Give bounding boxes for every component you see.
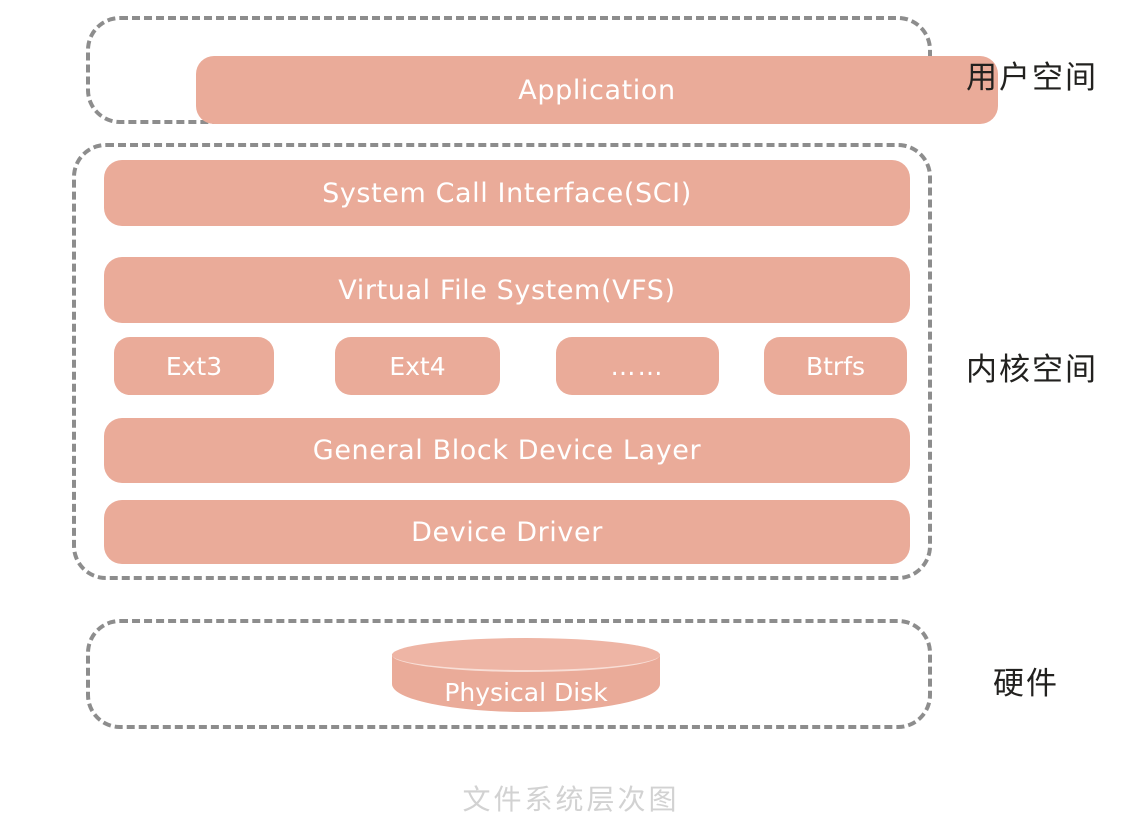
layer-label-application: Application	[518, 74, 676, 106]
filesystem-label-more: ……	[610, 351, 665, 381]
figure-caption: 文件系统层次图	[462, 783, 680, 816]
physical-disk-label: Physical Disk	[444, 677, 608, 707]
zone-kernel-space	[72, 143, 932, 580]
layer-box-device-driver[interactable]: Device Driver	[104, 500, 910, 564]
zone-hardware	[86, 619, 932, 729]
zone-caption-user-space: 用户空间	[966, 60, 1098, 96]
zone-user-space: Application	[86, 16, 998, 124]
layer-box-virtual-file-system[interactable]: Virtual File System(VFS)	[104, 257, 910, 323]
filesystem-box-ext4[interactable]: Ext4	[335, 337, 500, 395]
filesystem-label-btrfs: Btrfs	[805, 351, 866, 381]
layer-label-general-block-device-layer: General Block Device Layer	[312, 435, 702, 466]
layer-label-virtual-file-system: Virtual File System(VFS)	[338, 274, 676, 306]
layer-box-general-block-device-layer[interactable]: General Block Device Layer	[104, 418, 910, 483]
physical-disk-cylinder-icon[interactable]: Physical Disk	[392, 638, 660, 716]
zone-caption-hardware: 硬件	[993, 666, 1059, 702]
filesystem-box-ext3[interactable]: Ext3	[114, 337, 274, 395]
filesystem-box-more[interactable]: ……	[556, 337, 719, 395]
filesystem-box-btrfs[interactable]: Btrfs	[764, 337, 907, 395]
layer-box-application[interactable]: Application	[196, 56, 998, 124]
zone-caption-kernel-space: 内核空间	[966, 352, 1098, 388]
layer-box-system-call-interface[interactable]: System Call Interface(SCI)	[104, 160, 910, 226]
filesystem-label-ext3: Ext3	[165, 351, 223, 381]
filesystem-label-ext4: Ext4	[389, 351, 446, 381]
disk-top-ellipse	[392, 638, 660, 672]
layer-label-system-call-interface: System Call Interface(SCI)	[322, 177, 692, 209]
layer-label-device-driver: Device Driver	[411, 516, 603, 548]
